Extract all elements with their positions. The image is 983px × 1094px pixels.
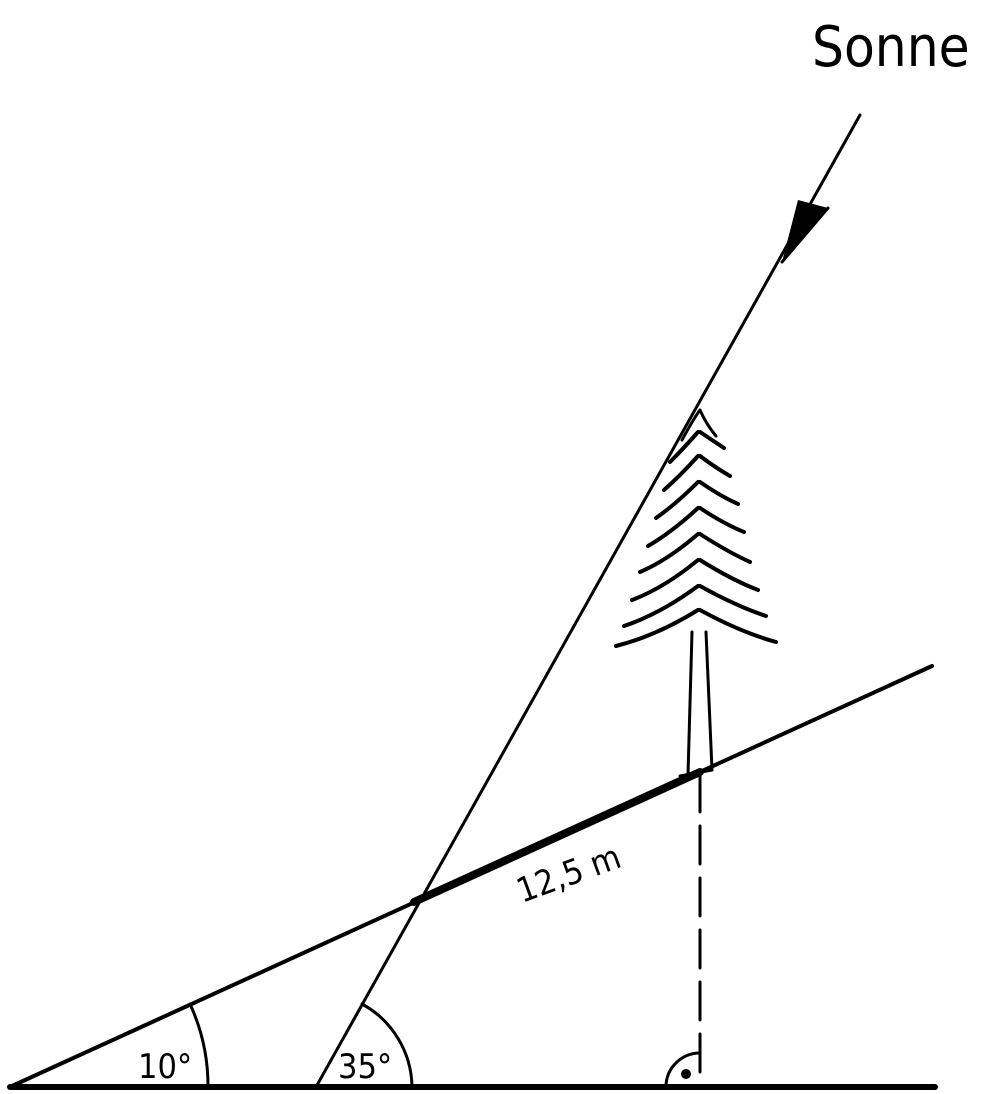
angle-arc-35 <box>360 1002 414 1089</box>
angle-label-35: 35° <box>338 1047 392 1087</box>
sun-ray-line <box>314 113 862 1089</box>
right-angle-marker <box>664 1051 702 1089</box>
arrow-icon <box>780 200 830 264</box>
angle-arc-10 <box>188 1002 210 1089</box>
shadow-segment <box>410 768 704 906</box>
sun-label: Sonne <box>812 15 970 80</box>
angle-label-10: 10° <box>138 1047 192 1087</box>
tree-icon <box>614 408 778 778</box>
